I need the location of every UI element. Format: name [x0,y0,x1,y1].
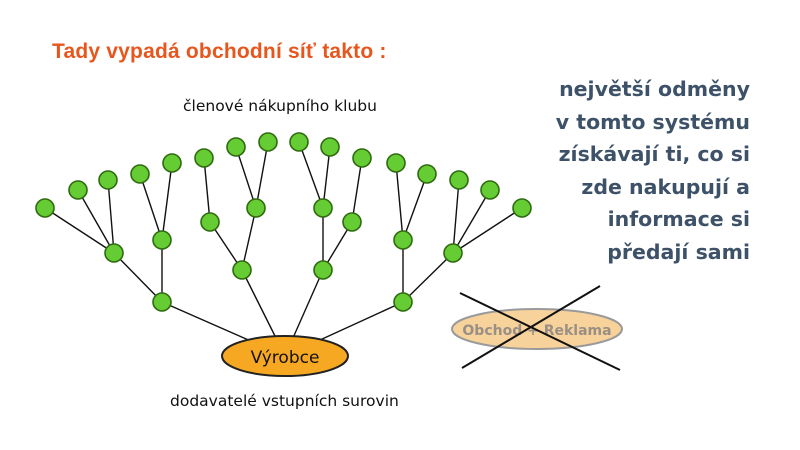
producer-node [221,335,349,377]
tree-edge [452,207,523,254]
tree-edge [235,146,257,209]
tree-edge [452,179,460,254]
member-node [417,164,437,184]
member-node [98,170,118,190]
member-node [393,292,413,312]
tree-edge [298,141,324,209]
tree-edge [255,141,269,209]
tree-edge [402,173,428,241]
cross-out-line-1 [459,292,621,371]
member-node [246,198,266,218]
benefit-text: největší odměny v tomto systému získávaj… [480,73,750,268]
benefit-line: informace si [607,207,750,231]
member-node [342,212,362,232]
tree-edge [139,173,163,241]
member-node [313,198,333,218]
member-node [386,153,406,173]
member-node [480,180,500,200]
tree-edge [395,162,404,241]
tree-edge [161,162,173,241]
member-node [449,170,469,190]
tree-edge [203,157,211,223]
member-node [194,148,214,168]
members-label: členové nákupního klubu [183,97,377,115]
benefit-line: v tomto systému [555,109,750,134]
member-node [258,132,278,152]
benefit-line: získávají ti, co si [558,142,750,166]
member-node [152,292,172,312]
member-node [352,148,372,168]
suppliers-label: dodavatelé vstupních surovin [170,392,399,410]
tree-edge [107,179,115,254]
tree-edge [402,252,454,303]
member-node [226,137,246,157]
tree-edge [44,207,115,254]
member-node [130,164,150,184]
member-node [512,198,532,218]
member-node [443,243,463,263]
member-node [200,212,220,232]
tree-edge [77,189,115,254]
member-node [162,153,182,173]
tree-edge [113,252,163,303]
benefit-line: zde nakupují a [581,174,750,199]
producer-label: Výrobce [251,348,320,368]
member-node [35,198,55,218]
member-node [104,243,124,263]
tree-edge [241,207,257,271]
member-node [393,230,413,250]
benefit-line: největší odměny [559,77,750,101]
member-node [152,230,172,250]
member-node [313,260,333,280]
tree-edge [322,146,331,209]
member-node [289,132,309,152]
cross-out-line-2 [461,285,601,369]
tree-nodes [35,132,532,312]
tree-edge [452,189,491,254]
member-node [68,180,88,200]
member-node [232,260,252,280]
benefit-line: předají sami [607,239,750,264]
slide-title: Tady vypadá obchodní síť takto : [52,40,387,63]
tree-edge [351,157,363,223]
member-node [320,137,340,157]
